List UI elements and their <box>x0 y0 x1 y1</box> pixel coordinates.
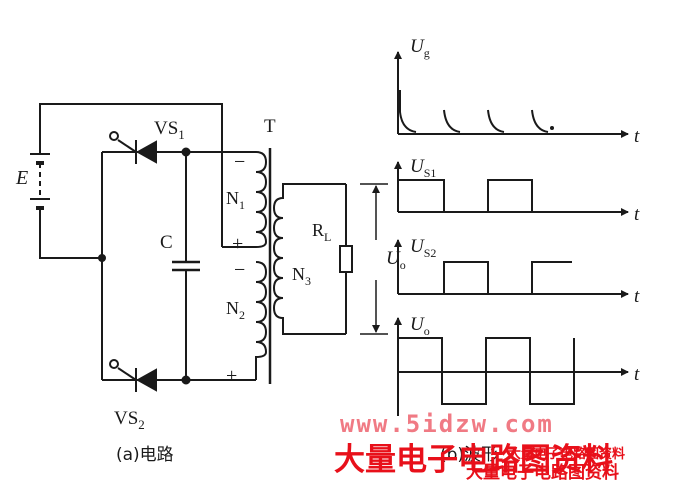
circuit-schematic <box>30 103 388 385</box>
t-label-us2: t <box>634 286 640 307</box>
watermark: www.5idzw.com 大量电子电路图资料 大量电子电路图资料 大量电子电路… <box>334 410 625 483</box>
label-n3: N3 <box>292 264 311 288</box>
winding-n2 <box>255 261 268 380</box>
label-uo: Uo <box>386 248 406 272</box>
polarity-plus-2: + <box>226 365 237 387</box>
polarity-minus-2: − <box>234 259 245 281</box>
load-resistor <box>339 245 353 273</box>
polarity-minus-1: − <box>234 151 245 173</box>
label-us2: US2 <box>410 236 436 260</box>
label-n1: N1 <box>226 188 245 212</box>
us1-wave <box>398 179 533 212</box>
thyristor-vs2-triangle <box>135 368 157 392</box>
ug-pulse-2 <box>443 109 461 133</box>
label-c: C <box>160 232 173 253</box>
us2-wave <box>443 261 572 294</box>
uo-wave <box>398 337 575 405</box>
thyristor-vs2-gate-terminal <box>109 359 119 369</box>
ug-dot <box>550 126 554 130</box>
label-us1: US1 <box>410 156 436 180</box>
winding-n3 <box>272 183 346 335</box>
winding-n1 <box>236 151 268 248</box>
label-e: E <box>15 167 28 189</box>
t-label-us1: t <box>634 204 640 225</box>
label-vs1: VS1 <box>154 118 185 142</box>
caption-circuit: (a)电路 <box>116 445 174 465</box>
thyristor-vs2-gate <box>117 367 137 381</box>
watermark-url: www.5idzw.com <box>340 410 554 438</box>
ug-pulse-1 <box>399 90 417 133</box>
label-n2: N2 <box>226 298 245 322</box>
thyristor-vs1-gate <box>117 139 137 153</box>
waveform-panel <box>394 51 629 416</box>
thyristor-vs1 <box>109 131 157 164</box>
label-ug: Ug <box>410 36 430 60</box>
waveform-labels: Ug US1 US2 Uo t t t t <box>410 36 640 385</box>
battery-bottom-wire <box>39 208 102 259</box>
ug-pulse-4 <box>531 109 549 133</box>
t-label-uo: t <box>634 364 640 385</box>
t-label-ug: t <box>634 126 640 147</box>
label-rl: RL <box>312 220 331 244</box>
watermark-small-upper: 大量电子电路图资料 <box>508 446 625 462</box>
battery-top-wire <box>39 103 223 247</box>
thyristor-vs1-triangle <box>135 140 157 164</box>
label-uo-wave: Uo <box>410 314 430 338</box>
circuit-labels: E VS1 VS2 C T N1 N2 N3 RL Uo − + − + <box>15 116 406 432</box>
polarity-plus-1: + <box>232 233 243 255</box>
label-t: T <box>264 116 276 137</box>
watermark-small: 大量电子电路图资料 <box>466 462 619 483</box>
thyristor-vs1-gate-terminal <box>109 131 119 141</box>
label-vs2: VS2 <box>114 408 145 432</box>
watermark-title: 大量电子电路图资料 <box>334 442 613 478</box>
ug-pulse-3 <box>487 109 505 133</box>
caption-waveform: (b)波形 <box>440 445 498 465</box>
thyristor-vs2 <box>109 359 157 392</box>
